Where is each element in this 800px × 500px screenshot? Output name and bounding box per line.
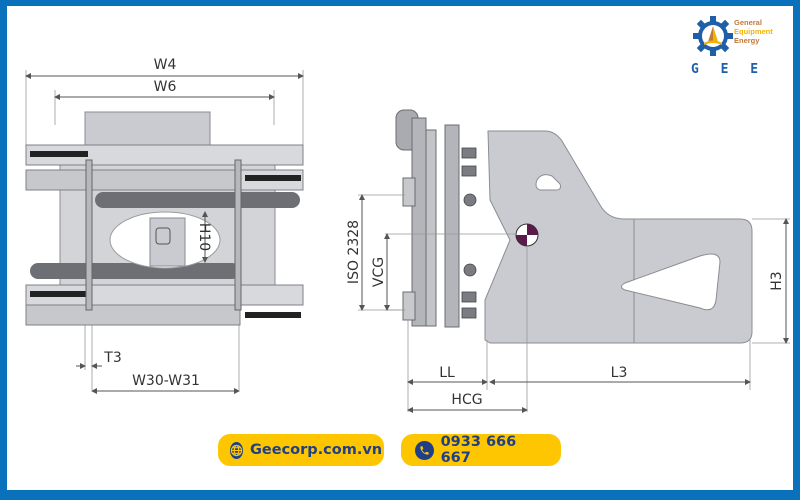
side-view: ISO 2328 VCG H3 LL L3 HCG bbox=[346, 109, 790, 413]
dim-label-w30-w31: W30-W31 bbox=[132, 373, 200, 389]
brand-line-equipment: Equipment bbox=[734, 27, 773, 36]
front-view: W4 W6 H10 T3 W30-W31 bbox=[25, 57, 304, 394]
phone-text: 0933 666 667 bbox=[440, 434, 517, 466]
dim-label-iso-2328: ISO 2328 bbox=[346, 220, 362, 284]
dim-label-hcg: HCG bbox=[451, 392, 482, 408]
dim-label-vcg: VCG bbox=[371, 257, 387, 287]
center-of-gravity-marker bbox=[515, 223, 539, 247]
dim-label-ll: LL bbox=[439, 365, 455, 381]
dim-label-l3: L3 bbox=[611, 365, 628, 381]
dim-label-h10: H10 bbox=[196, 223, 212, 251]
phone-link[interactable]: 0933 666 667 bbox=[401, 434, 561, 466]
brand-abbreviation: G E E bbox=[691, 62, 766, 77]
website-text: Geecorp.com.vn bbox=[250, 442, 383, 458]
dim-label-t3: T3 bbox=[103, 350, 121, 366]
dim-label-w4: W4 bbox=[154, 57, 177, 73]
dim-label-w6: W6 bbox=[154, 79, 177, 95]
phone-icon bbox=[415, 440, 434, 460]
gee-logo: General Equipment Energy G E E bbox=[688, 12, 788, 78]
globe-icon bbox=[230, 441, 243, 459]
website-link[interactable]: Geecorp.com.vn bbox=[218, 434, 384, 466]
technical-diagram: W4 W6 H10 T3 W30-W31 bbox=[25, 57, 790, 413]
gear-logo-icon bbox=[693, 16, 733, 56]
brand-line-energy: Energy bbox=[734, 36, 760, 45]
brand-line-general: General bbox=[734, 18, 762, 27]
dim-label-h3: H3 bbox=[769, 271, 785, 290]
